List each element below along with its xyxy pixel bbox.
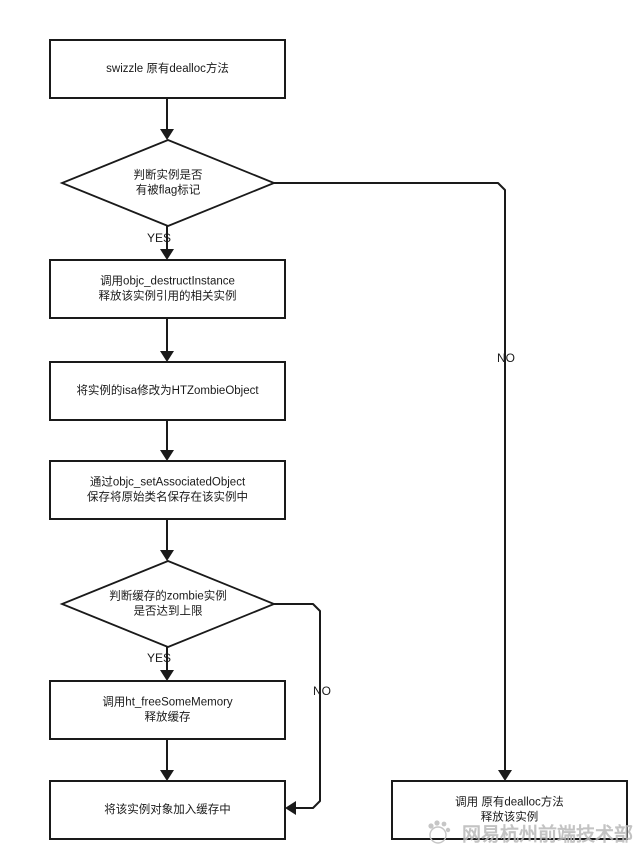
watermark-label: 网易杭州前端技术部: [462, 823, 633, 846]
flow-edge: [160, 318, 174, 362]
process-node[interactable]: 调用 原有dealloc方法释放该实例: [391, 780, 628, 840]
rect-shape: [49, 39, 286, 99]
arrowhead-icon: [160, 450, 174, 461]
node-label: 调用 原有dealloc方法释放该实例: [455, 795, 564, 824]
node-label: 将实例的isa修改为HTZombieObject: [76, 383, 259, 397]
process-node[interactable]: 将实例的isa修改为HTZombieObject: [49, 361, 286, 421]
node-label: 判断实例是否有被flag标记: [134, 168, 203, 197]
rect-shape: [391, 780, 628, 840]
arrowhead-icon: [160, 351, 174, 362]
process-node[interactable]: 将该实例对象加入缓存中: [49, 780, 286, 840]
node-label: 判断缓存的zombie实例是否达到上限: [109, 589, 227, 618]
edge-path: [274, 182, 506, 774]
arrowhead-icon: [160, 770, 174, 781]
node-label: swizzle 原有dealloc方法: [106, 61, 229, 75]
netease-paw-logo-icon: [428, 820, 451, 844]
rect-shape: [49, 680, 286, 740]
arrowhead-icon: [160, 550, 174, 561]
edge-label-yes: YES: [147, 651, 171, 665]
rect-shape: [49, 460, 286, 520]
flow-edge: NO: [274, 603, 331, 815]
flow-edge: [160, 98, 174, 140]
edge-label-no: NO: [313, 684, 331, 698]
watermark: 网易杭州前端技术部: [428, 820, 633, 846]
watermark-layer: 网易杭州前端技术部: [428, 820, 633, 846]
node-label: 将该实例对象加入缓存中: [104, 802, 231, 816]
arrowhead-icon: [498, 770, 512, 781]
edge-label-no: NO: [497, 351, 515, 365]
diamond-shape: [59, 560, 277, 648]
rect-shape: [49, 259, 286, 319]
edge-path: [274, 603, 321, 809]
arrowhead-icon: [160, 249, 174, 260]
flow-edge: [160, 519, 174, 561]
arrowhead-icon: [285, 801, 296, 815]
arrowhead-icon: [160, 129, 174, 140]
arrowhead-icon: [160, 670, 174, 681]
decision-node[interactable]: 判断实例是否有被flag标记: [59, 139, 277, 227]
flow-edge: YES: [147, 226, 174, 260]
process-node[interactable]: swizzle 原有dealloc方法: [49, 39, 286, 99]
diamond-shape: [59, 139, 277, 227]
edge-label-yes: YES: [147, 231, 171, 245]
flow-edge: [160, 739, 174, 781]
rect-shape: [49, 361, 286, 421]
decision-node[interactable]: 判断缓存的zombie实例是否达到上限: [59, 560, 277, 648]
edges-layer: YES NO YES NO: [147, 98, 515, 815]
flow-edge: NO: [274, 182, 515, 781]
flow-edge: [160, 420, 174, 461]
rect-shape: [49, 780, 286, 840]
flow-edge: YES: [147, 647, 174, 681]
nodes-layer: swizzle 原有dealloc方法判断实例是否有被flag标记调用objc_…: [49, 39, 628, 840]
